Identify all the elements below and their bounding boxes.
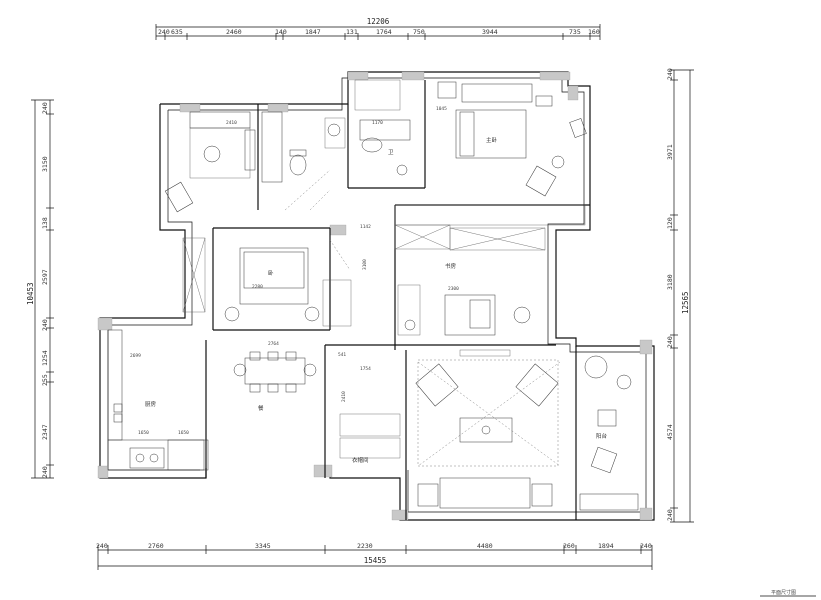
top-total-dimension: 12206: [367, 17, 390, 26]
inner-dim-2410b: 2410: [341, 391, 347, 402]
right-dim-240a: 240: [666, 68, 674, 80]
inner-dim-3100: 3100: [362, 259, 368, 270]
left-dimension-chain: 240 2597 3150 138 2597 240 1254 255 2347…: [26, 99, 54, 479]
left-dim-138: 138: [41, 217, 49, 229]
top-dimension-chain: 12206 240 635 2460 140 1847 131 1764 750…: [155, 17, 601, 40]
inner-dim-2280: 2280: [252, 284, 263, 290]
inner-dimensions: 2410 1045 1170 2280 2300 1142 3100 2699 …: [130, 106, 459, 436]
left-dim-1254: 1254: [41, 350, 49, 366]
inner-dim-2764: 2764: [268, 341, 279, 347]
sheet-title: 平面尺寸图: [771, 589, 796, 596]
inner-dim-2300: 2300: [448, 286, 459, 292]
bottom-dim-2230: 2230: [357, 542, 373, 550]
room-label-bath: 卫: [388, 149, 394, 156]
room-label-master-bedroom: 主卧: [486, 136, 498, 144]
inner-dim-1142: 1142: [360, 224, 371, 230]
room-label-bedroom2: 卧: [268, 269, 274, 277]
top-dim-3944: 3944: [482, 28, 498, 36]
left-dim-240c: 240: [41, 466, 49, 478]
bottom-dim-2760: 2760: [148, 542, 164, 550]
bottom-dim-1894: 1894: [598, 542, 614, 550]
bottom-dim-260: 260: [563, 542, 575, 550]
bottom-total-dimension: 15455: [364, 556, 387, 565]
furniture: [107, 79, 639, 511]
top-dim-240: 240: [158, 28, 170, 36]
room-label-study: 书房: [445, 262, 457, 270]
right-dim-3180: 3180: [666, 274, 674, 290]
bottom-dim-240b: 240: [640, 542, 652, 550]
top-dim-750: 750: [413, 28, 425, 36]
top-dim-160: 160: [588, 28, 600, 36]
left-dim-240b: 240: [41, 319, 49, 331]
bottom-dim-4480: 4480: [477, 542, 493, 550]
top-dim-140: 140: [275, 28, 287, 36]
top-dim-635: 635: [171, 28, 183, 36]
walls: [97, 71, 655, 521]
right-dimension-chain: 240 3971 120 3180 240 4574 240 12565: [666, 68, 694, 523]
left-total-dimension: 10453: [26, 282, 35, 305]
room-label-kitchen: 厨房: [145, 400, 157, 408]
right-dim-4574: 4574: [666, 424, 674, 440]
right-dim-120: 120: [666, 217, 674, 229]
left-dim-2597: 2597: [41, 269, 49, 285]
top-dim-1764: 1764: [376, 28, 392, 36]
inner-dim-541: 541: [338, 352, 346, 358]
top-dim-131: 131: [346, 28, 358, 36]
inner-dim-1754: 1754: [360, 366, 371, 372]
right-total-dimension: 12565: [681, 291, 690, 314]
room-label-balcony: 阳台: [596, 432, 608, 440]
top-dim-735: 735: [569, 28, 581, 36]
bottom-dim-3345: 3345: [255, 542, 271, 550]
right-dim-240c: 240: [666, 509, 674, 521]
room-label-dressing: 衣帽间: [352, 456, 369, 464]
inner-dim-1170: 1170: [372, 120, 383, 126]
left-dim-3150: 3150: [41, 156, 49, 172]
left-dim-255: 255: [41, 374, 49, 386]
bottom-dimension-chain: 240 2760 3345 2230 4480 260 1894 240 154…: [96, 542, 653, 570]
inner-dim-1650b: 1650: [178, 430, 189, 436]
inner-dim-1650: 1650: [138, 430, 149, 436]
bottom-dim-240a: 240: [96, 542, 108, 550]
inner-dim-1045: 1045: [436, 106, 447, 112]
inner-dim-2410: 2410: [226, 120, 237, 126]
inner-dim-2699: 2699: [130, 353, 141, 359]
right-dim-3971: 3971: [666, 144, 674, 160]
left-dim-240a: 240: [41, 102, 49, 114]
top-dim-1847: 1847: [305, 28, 321, 36]
right-dim-240b: 240: [666, 336, 674, 348]
room-label-dining: 餐: [258, 404, 264, 412]
top-dim-2460: 2460: [226, 28, 242, 36]
room-labels: 主卧 卧 卫 厨房 餐 书房 客厅 阳台 储藏 衣帽间: [145, 136, 608, 464]
sheet-title-block: 平面尺寸图: [760, 589, 816, 597]
left-dim-2347: 2347: [41, 424, 49, 440]
